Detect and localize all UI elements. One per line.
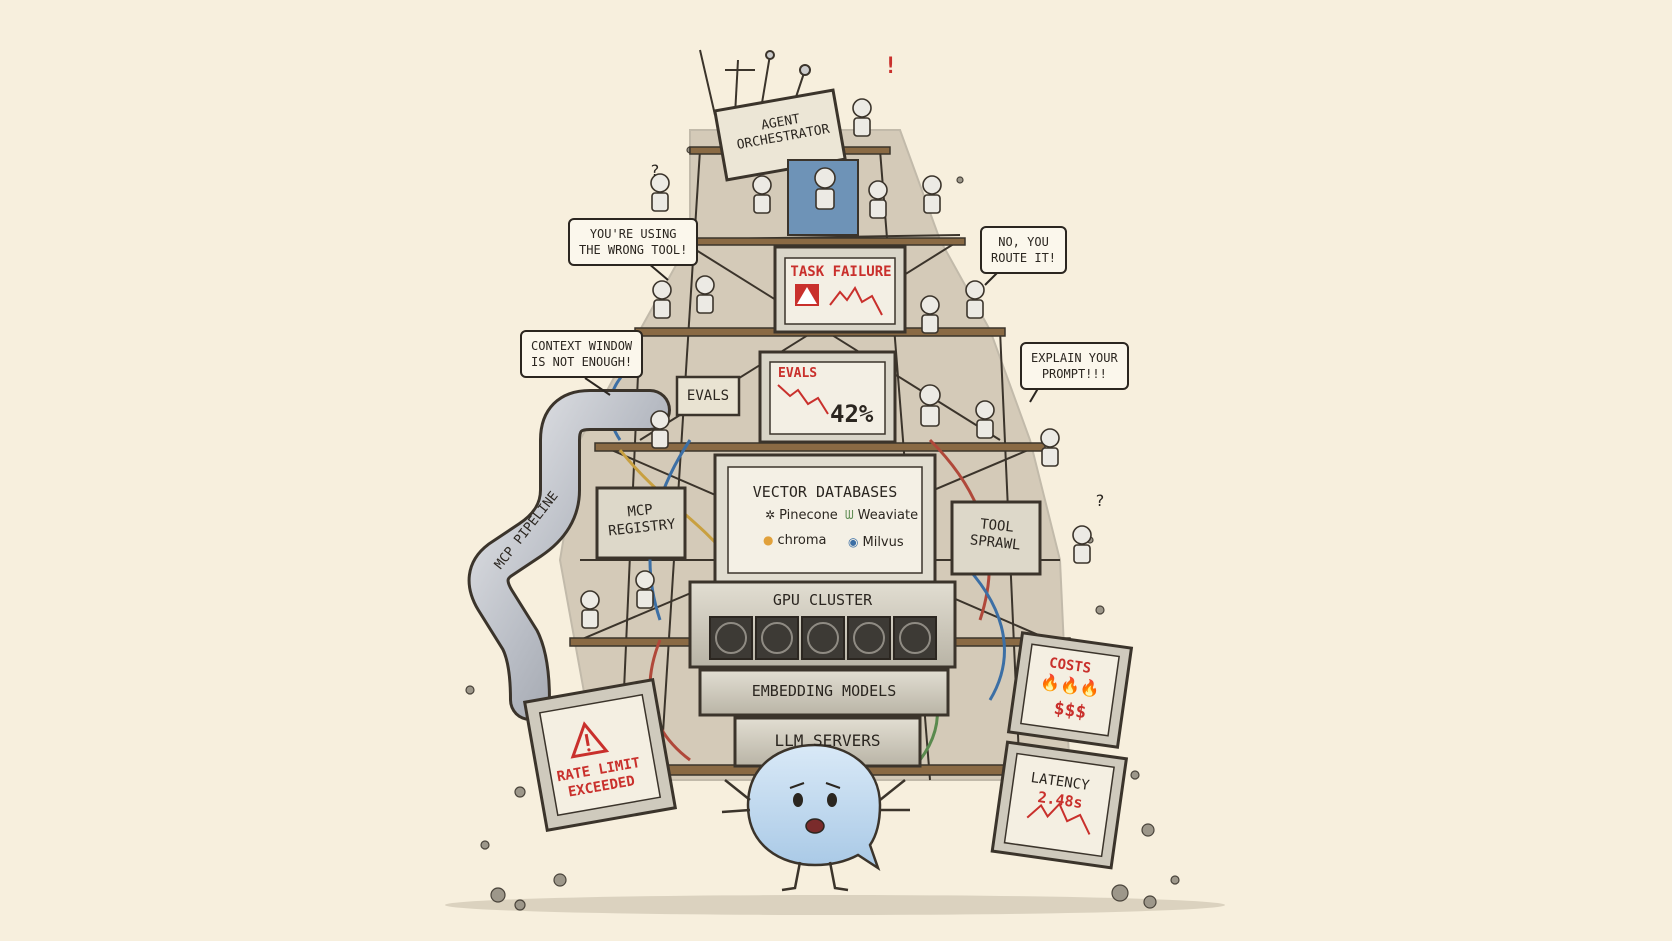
embedding-models-label: EMBEDDING MODELS [751,682,897,700]
evals-sign-label: EVALS [686,388,730,404]
pinecone-icon: ✲ [765,508,776,522]
question-mark-right: ? [1095,491,1105,510]
latency-sparkline [1026,802,1091,835]
exclaim-mark: ! [884,54,898,79]
agent-orchestrator-sign [713,88,847,182]
vector-databases-label: VECTOR DATABASES [752,483,898,501]
mcp-registry-box [595,486,687,560]
mcp-pipeline-pipe [467,389,671,721]
weaviate-icon: ᗯ [845,508,854,522]
chroma-icon: ● [763,533,774,547]
rubble [465,146,1180,911]
rate-limit-warning-icon [570,721,610,759]
chatbot-character [721,743,910,892]
failure-sparkline [829,286,883,316]
embedding-models-box [698,668,950,717]
gpu-cluster-label: GPU CLUSTER [772,591,873,609]
ground-shadow [445,895,1225,915]
warning-icon [795,284,819,306]
evals-percent-value: 42% [830,400,874,428]
task-failure-label: TASK FAILURE [790,264,892,280]
vendor-pinecone: ✲Pinecone [765,508,838,523]
vendor-milvus: ◉Milvus [848,535,904,550]
evals-monitor-label: EVALS [778,366,818,381]
vendor-chroma: ●chroma [763,533,827,548]
evals-sign [675,375,741,417]
milvus-icon: ◉ [848,535,859,549]
evals-sparkline [777,384,829,415]
llm-servers-label: LLM SERVERS [774,731,881,750]
robot-workers [580,98,1092,629]
tool-sprawl-box [950,500,1042,576]
question-mark-left: ? [650,161,660,180]
